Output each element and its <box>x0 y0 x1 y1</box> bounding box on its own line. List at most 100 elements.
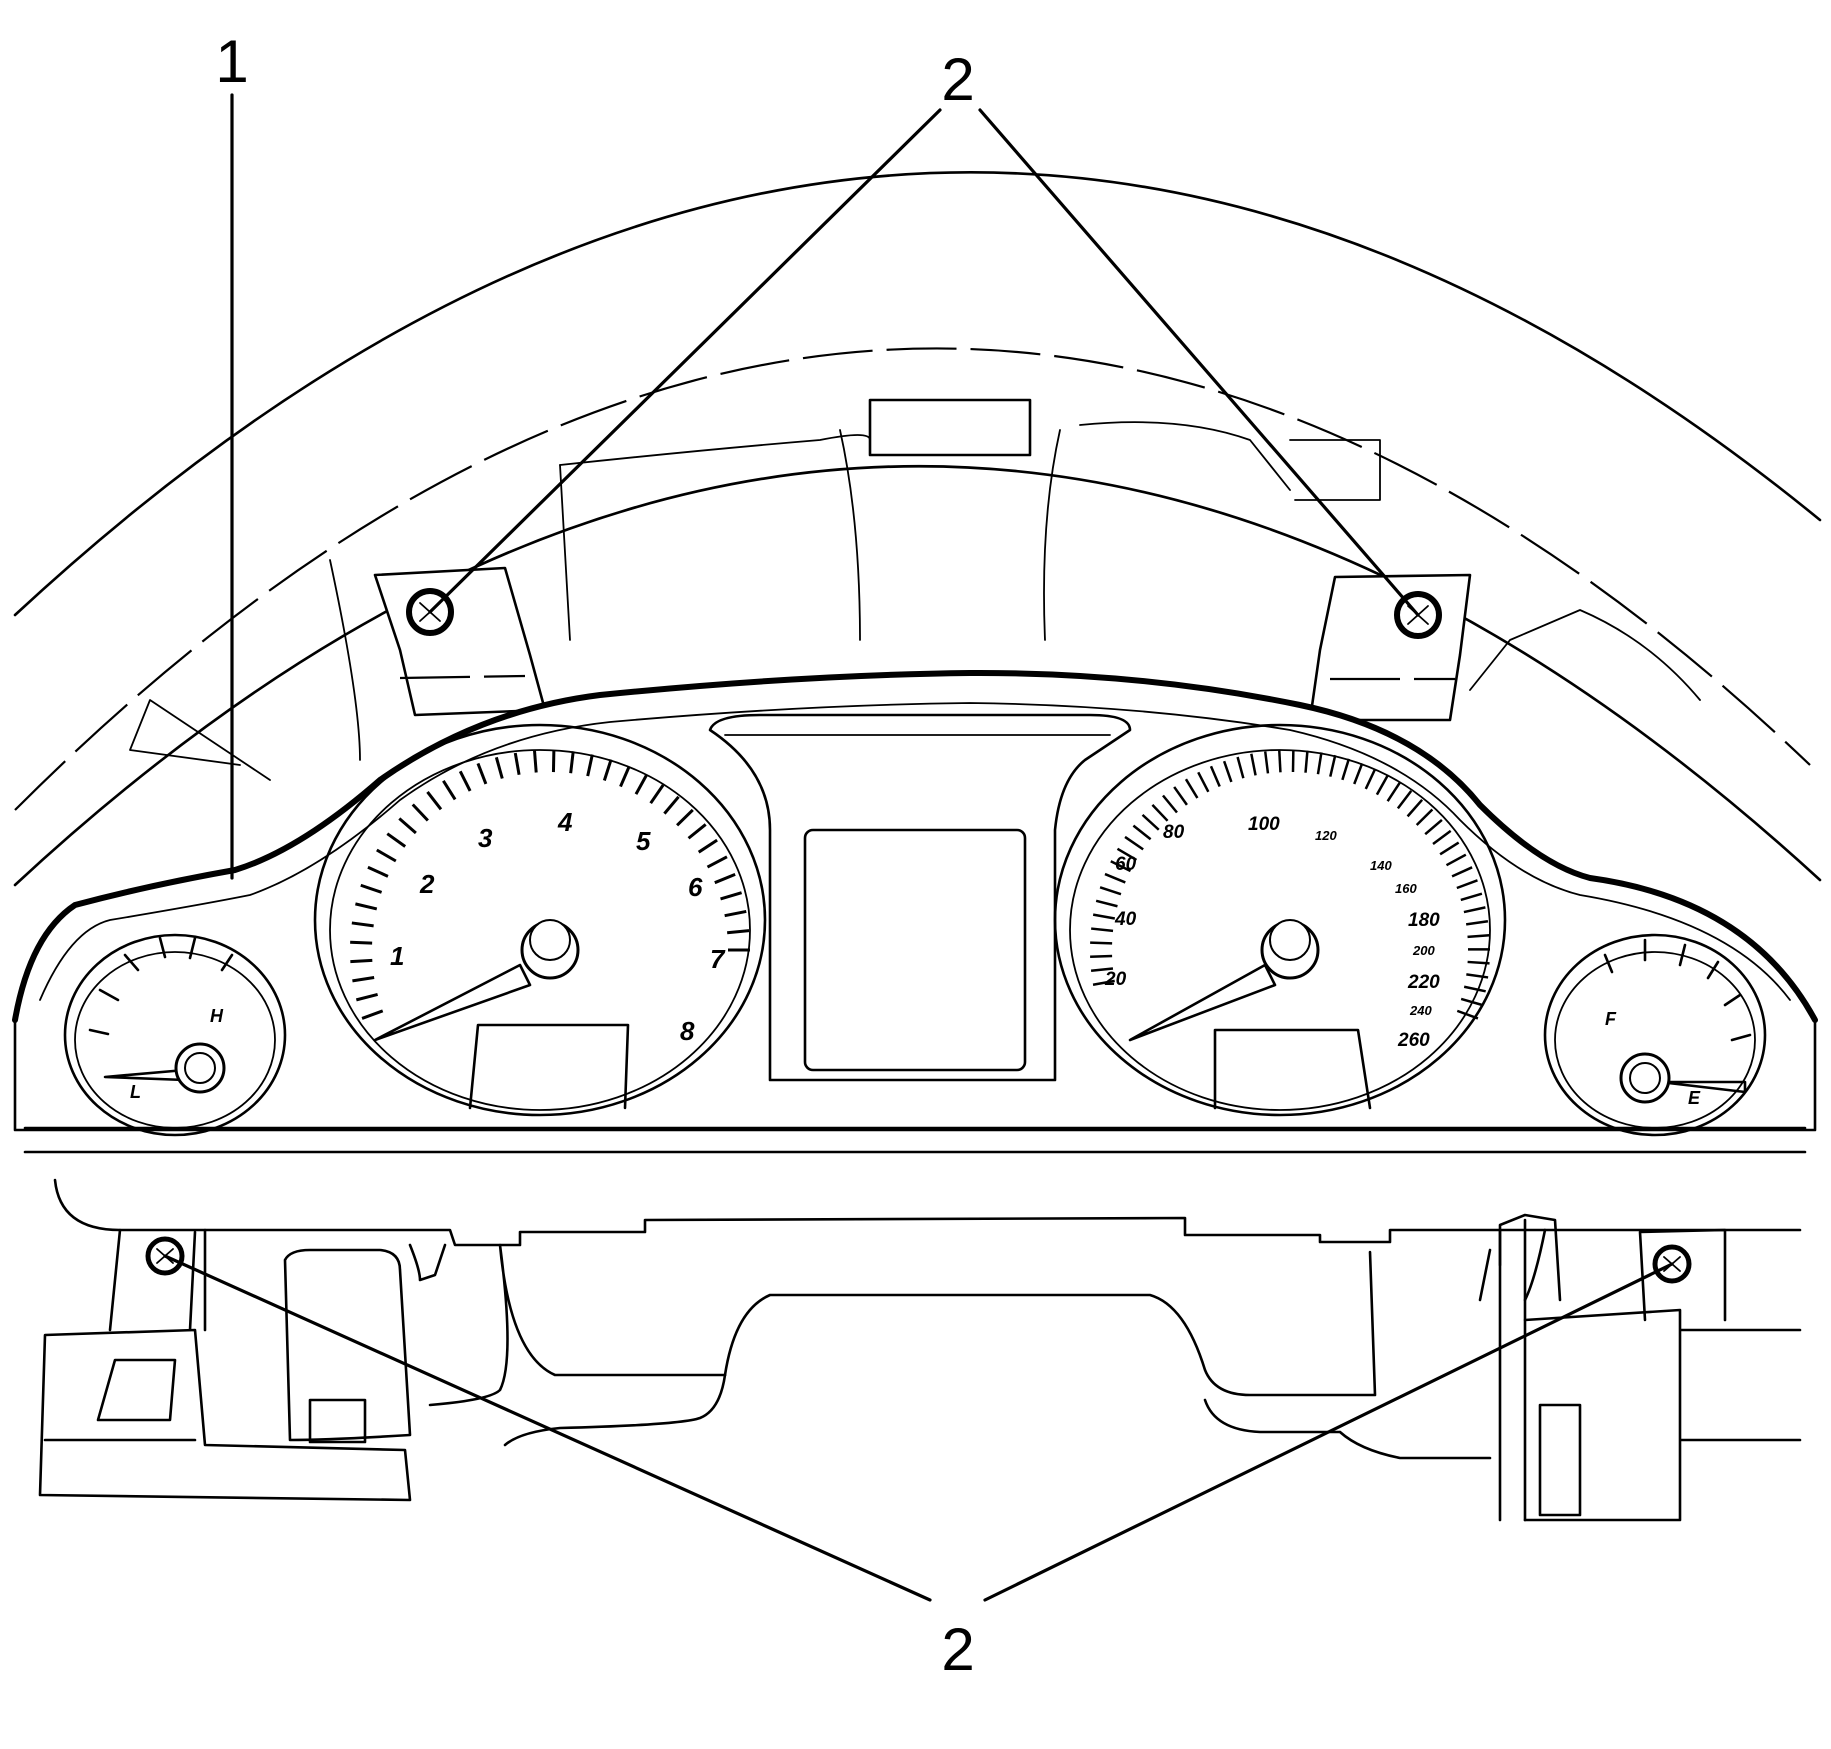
dial-tick <box>586 754 594 777</box>
dial-tick <box>619 765 631 788</box>
dial-tick <box>1465 919 1489 926</box>
leader-line-top-right-screw <box>978 108 1420 617</box>
dial-tick <box>1451 866 1473 878</box>
cluster-rear-view <box>38 1178 1802 1522</box>
dial-tick <box>476 762 488 785</box>
dial-tick <box>1463 906 1486 914</box>
dial-tick <box>727 929 750 935</box>
left-mounting-bracket <box>373 566 547 717</box>
speedometer-ticks <box>1090 750 1491 1020</box>
callout-1-cluster: 1 <box>215 28 248 95</box>
dial-tick <box>1463 985 1486 993</box>
speed-label-20: 20 <box>1104 969 1127 990</box>
dial-tick <box>1353 763 1364 785</box>
dial-tick <box>367 865 389 878</box>
rear-left-small-slot <box>308 1398 367 1444</box>
speed-label-60: 60 <box>1115 854 1137 875</box>
tach-needle <box>373 963 532 1042</box>
dial-tick <box>494 756 504 779</box>
dashboard-outer-arc <box>13 171 1822 617</box>
dial-tick <box>1092 913 1116 920</box>
speedometer: 20 40 60 80 100 120 140 160 180 200 220 … <box>1053 723 1507 1117</box>
tachometer-ticks <box>350 750 750 1020</box>
speed-label-260: 260 <box>1397 1030 1430 1051</box>
speed-label-40: 40 <box>1114 909 1137 930</box>
tachometer: 1 2 3 4 5 6 7 8 <box>313 723 767 1117</box>
dial-tick <box>355 992 379 1002</box>
tach-label-3: 3 <box>478 823 493 853</box>
dial-tick <box>569 751 575 774</box>
dial-tick <box>1222 760 1233 783</box>
dial-tick <box>1406 799 1424 818</box>
dial-tick <box>1415 808 1434 826</box>
dashboard-dashed-arc <box>14 347 1811 811</box>
temperature-gauge: H L <box>63 933 287 1137</box>
dial-tick <box>1341 758 1351 781</box>
dial-tick <box>1095 899 1118 908</box>
dial-tick <box>1364 768 1377 790</box>
dial-tick <box>1209 765 1221 787</box>
speed-label-200: 200 <box>1412 943 1435 958</box>
leader-line-bottom-left-screw <box>163 1254 932 1602</box>
tach-label-1: 1 <box>390 941 404 971</box>
dial-tick <box>714 872 736 885</box>
fuel-full-label: F <box>1605 1009 1617 1029</box>
dial-tick <box>1432 829 1452 846</box>
speed-needle <box>1128 963 1277 1042</box>
dial-tick <box>1099 886 1122 896</box>
right-mounting-bracket <box>1308 573 1472 722</box>
dial-tick <box>1141 813 1160 831</box>
speed-label-160: 160 <box>1395 881 1417 896</box>
dial-tick <box>355 902 378 911</box>
dial-tick <box>1439 841 1460 856</box>
dial-tick <box>442 780 457 801</box>
dial-tick <box>663 795 680 815</box>
dial-tick <box>706 855 728 869</box>
tach-label-8: 8 <box>680 1016 695 1046</box>
dial-tick <box>1460 892 1483 902</box>
dial-tick <box>724 909 747 918</box>
dial-tick <box>1460 997 1483 1007</box>
cluster-bezel-edge <box>12 669 1818 1023</box>
tach-label-4: 4 <box>557 807 573 837</box>
dial-tick <box>350 940 373 945</box>
tach-label-5: 5 <box>636 826 651 856</box>
dial-tick <box>1263 751 1270 774</box>
cluster-housing <box>13 671 1817 1132</box>
temp-high-label: H <box>210 1006 224 1026</box>
dial-tick <box>1184 778 1199 799</box>
dial-tick <box>676 808 694 827</box>
dial-tick <box>720 891 743 901</box>
dial-tick <box>1304 750 1309 773</box>
dial-tick <box>1110 860 1132 873</box>
dial-tick <box>360 883 383 894</box>
speed-label-240: 240 <box>1409 1003 1432 1018</box>
dial-tick <box>1132 824 1152 841</box>
dial-tick <box>1090 941 1113 945</box>
dial-tick <box>350 958 373 964</box>
rear-right-connector-slot <box>1538 1403 1582 1517</box>
dial-tick <box>513 752 521 775</box>
dial-tick <box>411 803 429 822</box>
dial-tick <box>386 832 407 848</box>
center-display <box>708 713 1132 1082</box>
dial-tick <box>1250 753 1257 776</box>
speed-label-180: 180 <box>1408 910 1440 931</box>
leader-line-bottom-right-screw <box>983 1262 1674 1602</box>
dial-tick <box>1445 853 1467 867</box>
dial-tick <box>1173 786 1188 806</box>
center-lcd-screen <box>803 828 1027 1072</box>
dial-tick <box>1467 960 1490 965</box>
dashboard-inner-arc <box>13 464 1822 887</box>
speed-label-100: 100 <box>1248 814 1280 835</box>
speed-label-80: 80 <box>1163 822 1185 843</box>
speed-label-140: 140 <box>1370 858 1392 873</box>
dial-tick <box>1104 872 1126 884</box>
cluster-mounting-structure <box>129 398 1701 781</box>
tach-label-2: 2 <box>419 869 435 899</box>
dial-tick <box>1375 774 1389 796</box>
dial-tick <box>634 774 648 795</box>
dial-tick <box>1162 794 1178 814</box>
speed-label-220: 220 <box>1407 972 1440 993</box>
